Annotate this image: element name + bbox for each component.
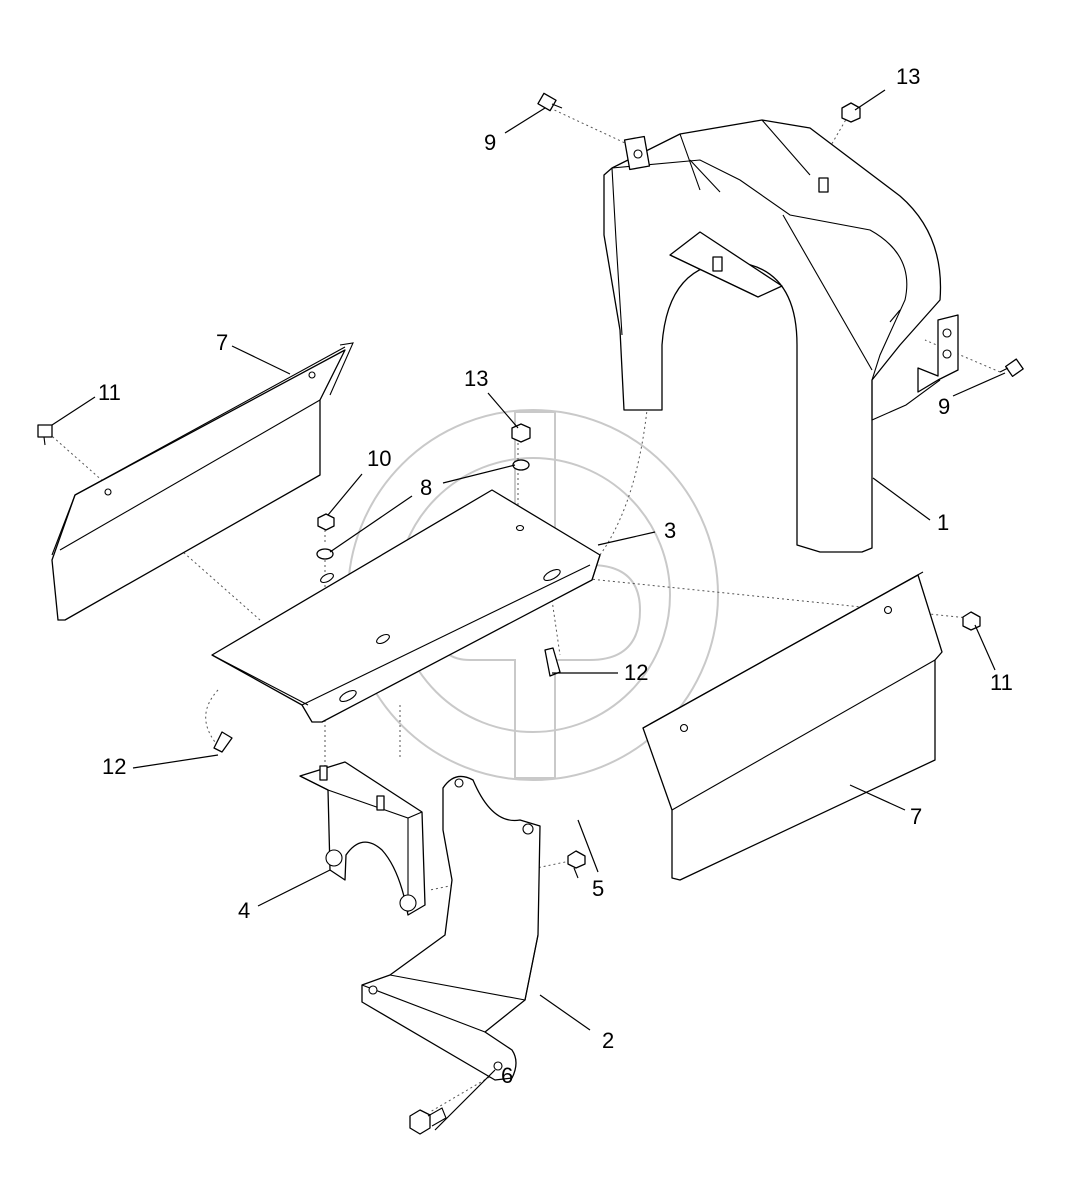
nut-10 xyxy=(317,513,335,531)
bolt-5 xyxy=(567,850,586,879)
callout-2: 2 xyxy=(602,1028,614,1053)
callout-7-left: 7 xyxy=(216,330,228,355)
callout-4: 4 xyxy=(238,898,250,923)
callout-9-right: 9 xyxy=(938,394,950,419)
part-4-bracket xyxy=(299,761,426,916)
part-7-deflector-left xyxy=(51,342,354,621)
bolt-9-right xyxy=(999,358,1024,378)
clip-12-right xyxy=(544,647,561,677)
washer-8-a xyxy=(512,459,530,471)
callout-5: 5 xyxy=(592,876,604,901)
bolt-11-left xyxy=(37,424,53,446)
callout-12-left: 12 xyxy=(102,754,126,779)
callout-8: 8 xyxy=(420,475,432,500)
bolt-9-top xyxy=(537,92,563,112)
callout-7-right: 7 xyxy=(910,804,922,829)
callout-1: 1 xyxy=(937,510,949,535)
callout-3: 3 xyxy=(664,518,676,543)
part-2-support-bracket xyxy=(361,775,541,1081)
callout-leader-lines xyxy=(51,89,1006,1131)
part-1-belt-guard xyxy=(603,119,959,553)
callout-13-middle: 13 xyxy=(464,366,488,391)
part-7-deflector-right xyxy=(642,571,943,881)
nut-13-middle xyxy=(511,423,531,443)
callout-6: 6 xyxy=(501,1063,513,1088)
callout-10: 10 xyxy=(367,446,391,471)
clip-12-left xyxy=(213,731,233,753)
callout-13-top: 13 xyxy=(896,64,920,89)
callout-11-left: 11 xyxy=(98,380,121,405)
callout-12-right: 12 xyxy=(624,660,648,685)
bolt-6 xyxy=(409,1107,447,1135)
part-3-mounting-plate xyxy=(211,489,601,723)
hardware-fasteners xyxy=(37,92,1024,1135)
washer-8-b xyxy=(316,548,334,560)
callout-11-right: 11 xyxy=(990,670,1013,695)
bolt-11-right xyxy=(962,611,981,631)
callout-9-top: 9 xyxy=(484,130,496,155)
nut-13-top xyxy=(841,102,861,123)
callout-numbers: 13 9 7 11 13 10 8 3 9 1 12 11 12 4 5 7 2… xyxy=(98,64,1013,1088)
